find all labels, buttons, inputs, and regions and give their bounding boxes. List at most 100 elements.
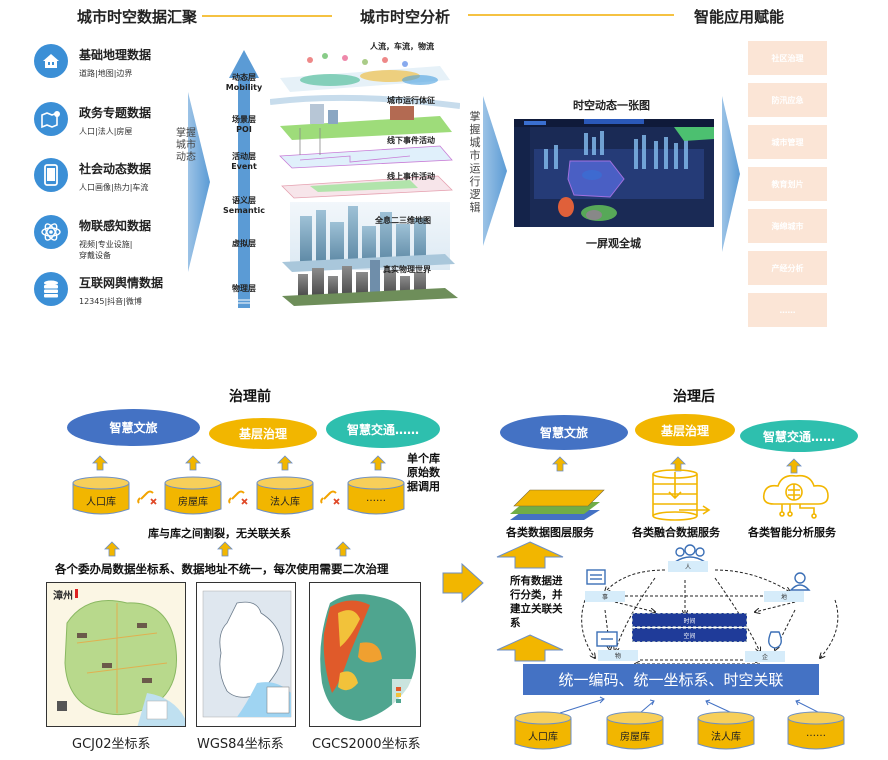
map-caption-cgcs2000: CGCS2000坐标系: [312, 737, 421, 752]
graph-node-enterprise: 企: [745, 651, 785, 662]
graph-node-event: 事: [585, 591, 625, 602]
application-item[interactable]: 防汛应急: [748, 83, 827, 117]
up-arrow-icon: [552, 456, 568, 472]
up-arrow-icon: [104, 541, 120, 557]
data-source-subtitle: 道路|地图|边界: [79, 69, 133, 78]
database-label: 房屋库: [620, 732, 650, 743]
application-ellipse[interactable]: 智慧文旅: [67, 409, 200, 446]
broken-link-icon: [137, 490, 157, 505]
problem-note: 各个委办局数据坐标系、数据地址不统一，每次使用需要二次治理: [55, 562, 389, 576]
up-arrow-icon: [670, 456, 686, 472]
data-source-title: 互联网舆情数据: [79, 276, 164, 290]
folder-icon: [596, 631, 618, 647]
up-arrow-icon: [370, 455, 386, 471]
time-bar: 时间: [632, 613, 747, 627]
map-logo-text: 漳州: [53, 591, 73, 602]
up-arrow-icon: [92, 455, 108, 471]
service-label-ai: 各类智能分析服务: [748, 526, 836, 539]
database-cylinder: 房屋库: [164, 475, 222, 517]
database-cylinder: 房屋库: [606, 710, 664, 752]
dashboard-title: 时空动态一张图: [573, 99, 650, 112]
application-ellipse[interactable]: 智慧交通……: [326, 410, 440, 448]
layer-label-cn: 物理层: [232, 284, 256, 293]
arrow-right-icon: [188, 92, 210, 272]
divider-line: [202, 15, 332, 17]
map-wgs84: [196, 582, 296, 727]
up-arrow-icon: [217, 541, 233, 557]
application-item[interactable]: 产经分析: [748, 251, 827, 285]
layer-label: 虚拟层: [214, 239, 274, 249]
layer-note: 线上事件活动: [387, 172, 435, 181]
data-source-title: 社会动态数据: [79, 162, 152, 176]
application-ellipse[interactable]: 智慧交通……: [740, 420, 858, 452]
layer-label-cn: 虚拟层: [232, 239, 256, 248]
data-source-subtitle: 人口|法人|房屋: [79, 127, 133, 136]
data-source-title: 物联感知数据: [79, 219, 152, 233]
database-cylinder: ……: [347, 475, 405, 517]
dashboard-screenshot: [514, 119, 714, 227]
map-caption-wgs84: WGS84坐标系: [197, 737, 284, 752]
database-label: 房屋库: [178, 497, 208, 508]
brain-cloud-icon: [762, 474, 829, 519]
database-cylinder: ……: [787, 710, 845, 752]
arrow-right-icon: [483, 96, 507, 246]
arrow-up-icon: [229, 50, 259, 308]
map-gcj02: 漳州: [46, 582, 186, 727]
application-item[interactable]: 海绵城市: [748, 209, 827, 243]
database-label: 法人库: [711, 732, 741, 743]
data-source-subtitle: 人口画像|热力|车流: [79, 183, 149, 192]
database-label: ……: [806, 728, 826, 739]
service-label-fusion: 各类融合数据服务: [632, 526, 720, 539]
layer-note: 人流，车流，物流: [370, 42, 434, 51]
layers-icon: [510, 489, 605, 520]
database-cylinder: 人口库: [514, 710, 572, 752]
arrow-label-operation-logic: 掌握城市运行逻辑: [469, 110, 481, 214]
unified-base-band: 统一编码、统一坐标系、时空关联: [523, 664, 819, 695]
layer-label-en: Semantic: [223, 206, 265, 215]
database-label: ……: [366, 493, 386, 504]
application-item[interactable]: 城市管理: [748, 125, 827, 159]
single-db-note: 单个库原始数据调用: [407, 452, 440, 493]
application-item[interactable]: 社区治理: [748, 41, 827, 75]
layer-label-en: Event: [231, 162, 257, 171]
classify-note: 所有数据进行分类，并建立关联关系: [510, 575, 563, 629]
map-caption-gcj02: GCJ02坐标系: [72, 737, 151, 752]
seal-mark: [75, 589, 78, 598]
up-arrow-icon: [496, 541, 564, 569]
graph-node-person: 人: [668, 561, 708, 572]
layer-label-en: Mobility: [225, 83, 263, 92]
up-arrow-icon: [277, 455, 293, 471]
broken-link-icon: [228, 490, 248, 505]
graph-node-thing: 物: [598, 650, 638, 661]
layer-note: 真实物理世界: [383, 265, 431, 274]
up-arrow-icon: [335, 541, 351, 557]
layer-label-en: POI: [236, 125, 252, 134]
layer-label-cn: 活动层: [232, 152, 256, 161]
map-cgcs2000: [309, 582, 421, 727]
section-title-applications: 智能应用赋能: [694, 8, 785, 26]
application-ellipse[interactable]: 基层治理: [209, 418, 317, 449]
application-item[interactable]: ……: [748, 293, 827, 327]
city-layers-illustration: [270, 53, 460, 306]
relationship-graph: [581, 544, 839, 670]
person-icon: [789, 572, 811, 591]
people-icon: [674, 544, 706, 563]
map-pin-icon: [34, 102, 68, 136]
application-ellipse[interactable]: 智慧文旅: [500, 415, 628, 450]
database-cylinder: 法人库: [697, 710, 755, 752]
after-title: 治理后: [673, 389, 715, 405]
data-source-title: 基础地理数据: [79, 48, 152, 62]
divider-line: [468, 14, 674, 16]
layer-note: 城市运行体征: [387, 96, 435, 105]
database-cylinder: 法人库: [256, 475, 314, 517]
layer-label: 物理层: [214, 284, 274, 294]
up-arrow-icon: [185, 455, 201, 471]
graph-node-place: 地: [764, 591, 804, 602]
application-ellipse[interactable]: 基层治理: [635, 414, 735, 446]
application-item[interactable]: 教育划片: [748, 167, 827, 201]
broken-link-icon: [320, 490, 340, 505]
arrow-label-city-dynamics: 掌握城市动态: [176, 128, 196, 163]
